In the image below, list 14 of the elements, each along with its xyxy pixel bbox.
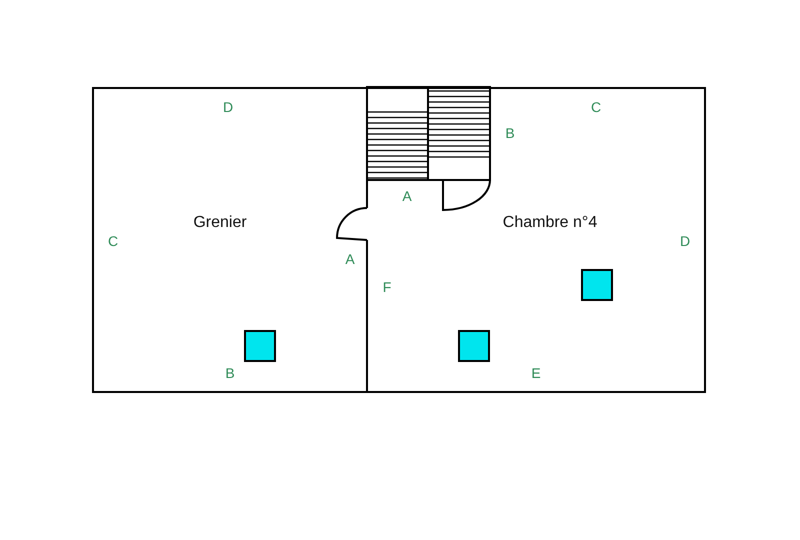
room-name: Grenier [193, 214, 247, 232]
wall-letter: D [222, 99, 234, 115]
wall-letter: F [382, 279, 392, 295]
wall-letter: E [531, 365, 541, 381]
room-name: Chambre n°4 [502, 214, 598, 232]
room-outline [92, 87, 368, 393]
wall-letter: C [108, 233, 118, 249]
wall-letter: B [505, 125, 515, 141]
wall-letter: A [345, 251, 355, 267]
room-outline [366, 87, 706, 393]
wall-letter: B [225, 365, 235, 381]
wall-letter: C [590, 99, 602, 115]
wall-letter: A [402, 188, 412, 204]
wall-letter: D [680, 233, 690, 249]
